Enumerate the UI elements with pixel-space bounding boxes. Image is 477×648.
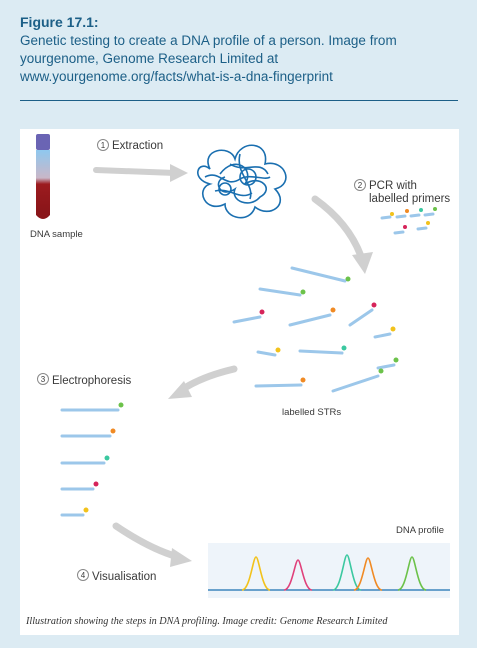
svg-text:1: 1 <box>101 141 106 150</box>
dna-tangle-icon <box>197 144 287 219</box>
diagram-footnote: Illustration showing the steps in DNA pr… <box>25 616 388 627</box>
step-1-label: Extraction <box>112 140 163 152</box>
figure-caption: Genetic testing to create a DNA profile … <box>20 33 397 84</box>
dna-profiling-diagram: DNA sample 1 Extraction 2 PCR with label… <box>25 134 450 627</box>
step-3-marker: 3 <box>37 373 49 385</box>
step-2-label-line1: PCR with <box>369 180 417 192</box>
labelled-primers-icon <box>380 207 437 235</box>
gel-bands-icon <box>60 402 124 517</box>
labelled-strs-label: labelled STRs <box>282 407 341 418</box>
diagram-panel: DNA sample 1 Extraction 2 PCR with label… <box>20 129 459 635</box>
figure-title: Figure 17.1: <box>20 14 99 30</box>
dna-profile-chart <box>208 543 450 598</box>
step-4-label: Visualisation <box>92 571 156 583</box>
step-4-marker: 4 <box>77 569 89 581</box>
electrophoresis-arrow-icon <box>168 365 238 399</box>
dna-profile-label: DNA profile <box>396 525 444 536</box>
dna-sample-label: DNA sample <box>30 229 83 240</box>
pcr-arrow-icon <box>311 195 373 274</box>
svg-text:3: 3 <box>41 375 46 384</box>
step-2-marker: 2 <box>354 179 366 191</box>
step-1-marker: 1 <box>97 139 109 151</box>
svg-text:2: 2 <box>358 181 363 190</box>
test-tube-icon <box>36 134 50 219</box>
visualisation-arrow-icon <box>112 522 192 567</box>
extraction-arrow-icon <box>93 164 188 182</box>
caption-rule <box>20 100 458 101</box>
labelled-strs-icon <box>232 266 399 393</box>
svg-text:4: 4 <box>81 571 86 580</box>
step-2-label-line2: labelled primers <box>369 193 450 205</box>
step-3-label: Electrophoresis <box>52 375 132 387</box>
